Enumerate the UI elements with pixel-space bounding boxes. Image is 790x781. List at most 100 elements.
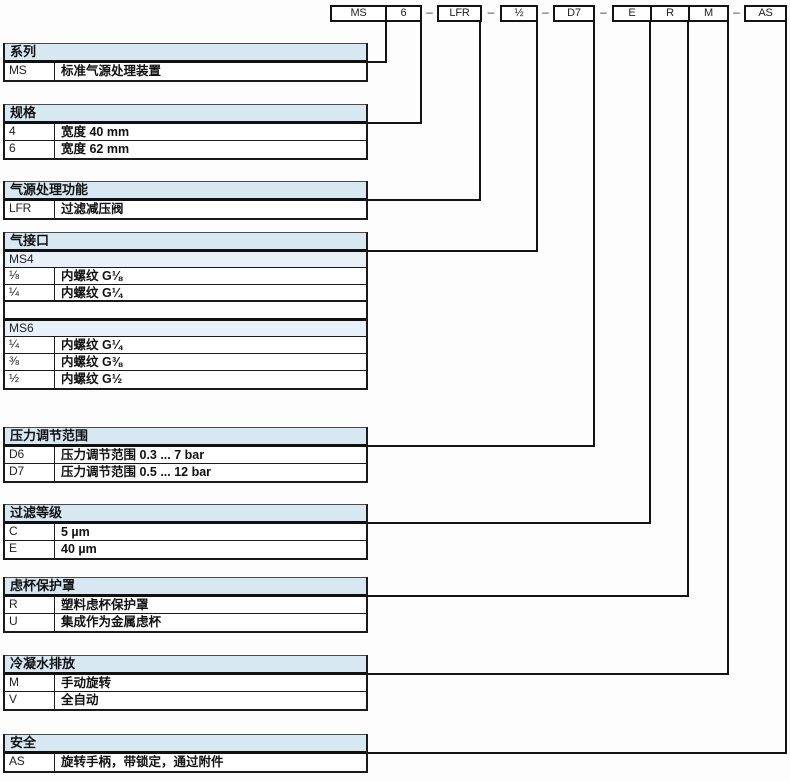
connector-drain-h [366,673,729,675]
table-row: D7 压力调节范围 0.5 ... 12 bar [5,464,366,481]
connector-guard-h [366,595,689,597]
code-value: ⅜ [5,354,55,370]
table-row: ½ 内螺纹 G½ [5,371,366,388]
code-description: 标准气源处理装置 [61,64,162,78]
code-box-guard: R [650,5,690,22]
empty-row [5,302,366,321]
code-description: 5 µm [61,525,90,539]
code-separator: – [542,5,549,19]
section-header: 系列 [5,43,366,63]
section-header: 规格 [5,104,366,124]
subgroup-label-ms6: MS6 [5,321,366,337]
connector-size-v [420,21,422,124]
connector-size-h [366,122,422,124]
code-value: ⅛ [5,268,55,284]
connector-port-v [536,21,538,252]
table-row: M 手动旋转 [5,675,366,692]
table-row: 4 宽度 40 mm [5,124,366,141]
table-row: R 塑料虑杯保护罩 [5,597,366,614]
section-header: 虑杯保护罩 [5,577,366,597]
code-box-filter: E [612,5,652,22]
code-separator: – [600,5,607,19]
code-value: D7 [5,464,55,481]
code-value: D6 [5,447,55,463]
code-value: V [5,692,55,709]
connector-function-h [366,199,481,201]
section-header: 气源处理功能 [5,181,366,201]
code-description: 内螺纹 G¼ [61,338,123,352]
table-row: U 集成作为金属虑杯 [5,614,366,631]
code-description: 40 µm [61,542,97,556]
table-row: ¼ 内螺纹 G¼ [5,337,366,354]
section-bowl-guard: 虑杯保护罩 R 塑料虑杯保护罩 U 集成作为金属虑杯 [3,577,368,633]
code-separator: – [733,5,740,19]
code-description: 内螺纹 G⅜ [61,355,123,369]
connector-filter-h [366,522,651,524]
section-header: 压力调节范围 [5,427,366,447]
table-row: ¼ 内螺纹 G¼ [5,285,366,302]
section-function: 气源处理功能 LFR 过滤减压阀 [3,181,368,220]
code-box-size: 6 [385,5,422,22]
connector-function-v [479,21,481,201]
table-row: MS 标准气源处理装置 [5,63,366,80]
code-box-pressure: D7 [553,5,595,22]
code-value: ¼ [5,285,55,300]
code-value: LFR [5,201,55,218]
table-row: D6 压力调节范围 0.3 ... 7 bar [5,447,366,464]
connector-series-h [366,61,387,63]
code-description: 压力调节范围 0.3 ... 7 bar [61,448,205,462]
connector-pressure-h [366,445,595,447]
connector-guard-v [687,21,689,597]
code-value: C [5,524,55,540]
section-pressure-range: 压力调节范围 D6 压力调节范围 0.3 ... 7 bar D7 压力调节范围… [3,427,368,483]
table-row: E 40 µm [5,541,366,558]
connector-pressure-v [593,21,595,447]
code-value: ½ [5,371,55,388]
code-description: 旋转手柄，带锁定，通过附件 [61,755,224,769]
connector-safety-v [785,21,787,754]
section-safety: 安全 AS 旋转手柄，带锁定，通过附件 [3,734,368,773]
table-row: LFR 过滤减压阀 [5,201,366,218]
code-value: MS [5,63,55,80]
connector-port-h [366,250,538,252]
code-description: 过滤减压阀 [61,202,124,216]
section-port: 气接口 MS4 ⅛ 内螺纹 G⅛ ¼ 内螺纹 G¼ MS6 ¼ 内螺纹 G¼ ⅜… [3,232,368,390]
section-series: 系列 MS 标准气源处理装置 [3,43,368,82]
code-value: E [5,541,55,558]
section-filter-grade: 过滤等级 C 5 µm E 40 µm [3,504,368,560]
table-row: AS 旋转手柄，带锁定，通过附件 [5,754,366,771]
code-separator: – [487,5,495,19]
code-description: 压力调节范围 0.5 ... 12 bar [61,465,212,479]
code-description: 宽度 62 mm [61,142,130,156]
table-row: ⅛ 内螺纹 G⅛ [5,268,366,285]
table-row: C 5 µm [5,524,366,541]
code-value: AS [5,754,55,771]
section-header: 安全 [5,734,366,754]
code-description: 内螺纹 G¼ [61,286,123,300]
code-value: ¼ [5,337,55,353]
connector-series-v [385,21,387,63]
code-box-safety: AS [744,5,787,22]
code-description: 塑料虑杯保护罩 [61,598,149,612]
code-description: 手动旋转 [61,676,112,690]
code-description: 全自动 [61,693,99,707]
table-row: V 全自动 [5,692,366,709]
connector-filter-v [649,21,651,524]
code-description: 宽度 40 mm [61,125,130,139]
code-description: 集成作为金属虑杯 [61,615,162,629]
code-separator: – [426,5,433,19]
code-value: 4 [5,124,55,140]
code-box-port: ½ [500,5,538,22]
connector-drain-v [727,21,729,675]
code-value: M [5,675,55,691]
table-row: 6 宽度 62 mm [5,141,366,158]
connector-safety-h [366,752,787,754]
code-box-series: MS [330,5,387,22]
section-header: 过滤等级 [5,504,366,524]
section-condensate-drain: 冷凝水排放 M 手动旋转 V 全自动 [3,655,368,711]
code-description: 内螺纹 G⅛ [61,269,123,283]
code-description: 内螺纹 G½ [61,372,123,386]
section-size: 规格 4 宽度 40 mm 6 宽度 62 mm [3,104,368,160]
section-header: 冷凝水排放 [5,655,366,675]
